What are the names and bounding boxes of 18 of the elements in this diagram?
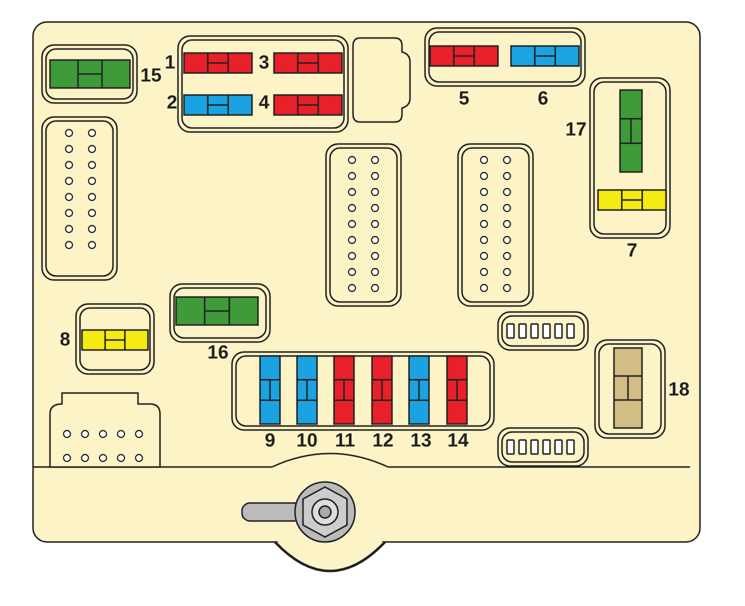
callout-number: 12 [372,432,394,450]
callout-number: 2 [166,94,178,112]
callout-number: 3 [258,54,270,72]
callout-number: 15 [140,66,162,86]
callout-number: 8 [60,330,70,350]
callout-number: 5 [458,90,470,108]
callout-number: 18 [668,380,690,400]
callout-number: 11 [334,432,356,450]
callout-number: 16 [207,344,229,362]
callout-number: 13 [410,432,432,450]
callout-number: 6 [538,90,548,108]
callout-number: 4 [258,94,270,112]
callout-number: 1 [164,54,176,72]
callout-number: 14 [447,432,469,450]
callout-number: 17 [565,120,587,140]
callout-number: 7 [626,242,638,260]
callout-number: 10 [296,432,318,450]
callout-number: 9 [264,432,276,450]
